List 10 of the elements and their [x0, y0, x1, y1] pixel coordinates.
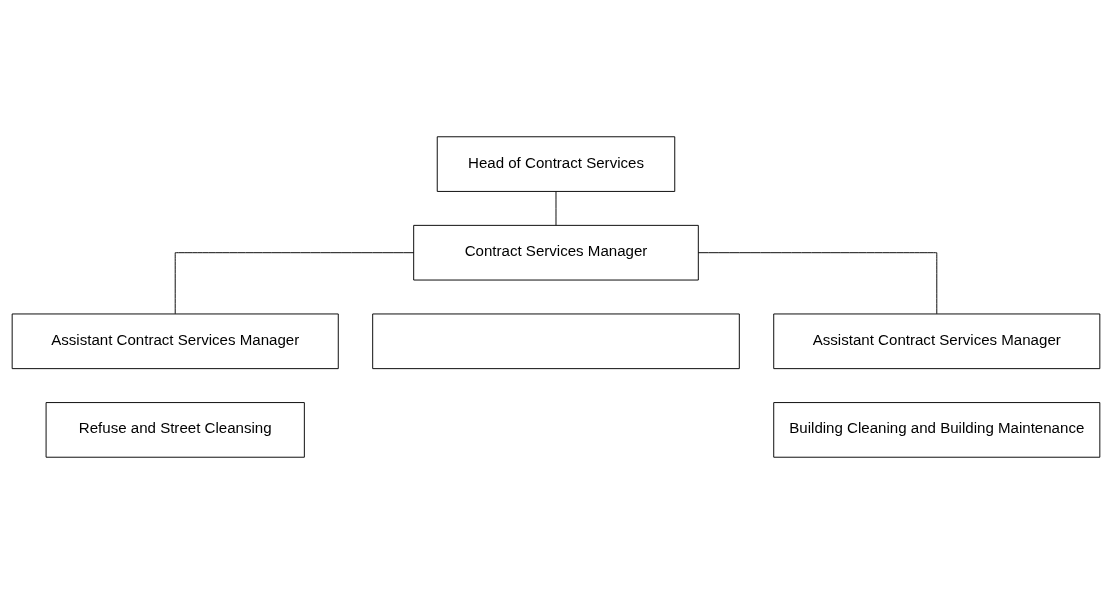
connector [555, 190, 557, 226]
node-box: Assistant Contract Services Manager [11, 313, 339, 369]
node-box: Contract Services Manager [413, 224, 699, 280]
node-box: Head of Contract Services [436, 135, 676, 192]
node-box: Refuse and Street Cleansing [45, 401, 305, 458]
connector [697, 251, 938, 314]
node-box: Building Cleaning and Building Maintenance [773, 401, 1101, 458]
connector [174, 251, 415, 314]
node-box: Assistant Contract Services Manager [773, 313, 1101, 369]
node-box [372, 313, 740, 369]
